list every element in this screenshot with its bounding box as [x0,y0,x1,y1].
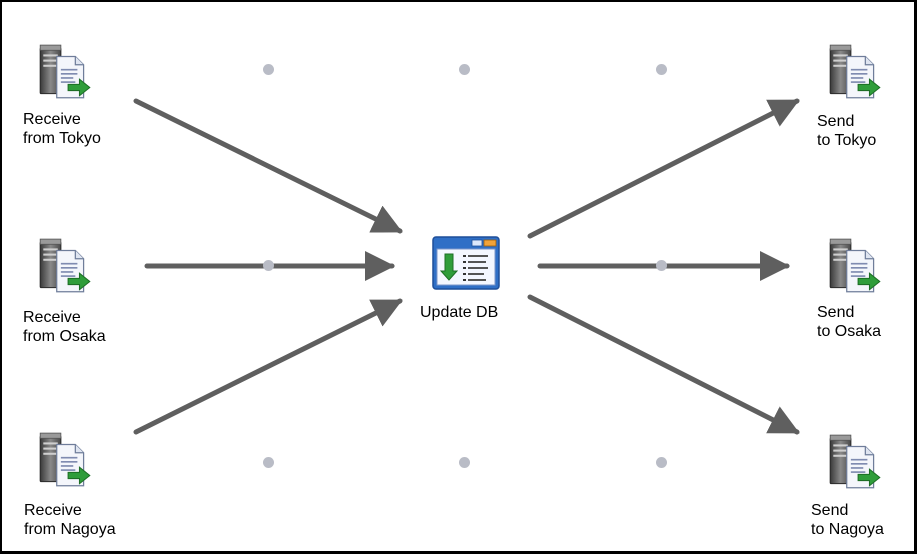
edge-update-db-to-send-tokyo[interactable] [527,98,800,239]
node-send-nagoya-label: Send to Nagoya [811,501,884,539]
server-document-icon [39,238,91,293]
grid-dot [459,64,470,75]
node-receive-nagoya-label: Receive from Nagoya [24,501,116,539]
grid-dot [263,260,274,271]
node-line-2: to Osaka [817,323,882,340]
node-line-1: Send [817,113,855,130]
node-label: Update DB [420,304,499,321]
node-receive-osaka-label: Receive from Osaka [23,308,106,346]
node-send-tokyo[interactable] [824,42,896,104]
node-line-2: to Tokyo [817,132,877,149]
node-line-1: Receive [24,502,82,519]
node-send-tokyo-label: Send to Tokyo [817,112,876,150]
database-update-window-icon [432,236,500,290]
node-receive-tokyo-label: Receive from Tokyo [23,110,101,148]
grid-dot [459,457,470,468]
node-send-osaka-label: Send to Osaka [817,303,881,341]
node-line-2: from Osaka [23,328,106,345]
server-document-icon [39,432,91,487]
node-line-1: Send [817,304,855,321]
node-line-2: from Nagoya [24,521,116,538]
edge-receive-nagoya-to-update-db[interactable] [133,298,403,435]
grid-dot [656,64,667,75]
edge-update-db-to-send-nagoya[interactable] [527,294,800,435]
node-receive-osaka[interactable] [34,236,106,298]
node-update-db[interactable] [432,236,502,290]
grid-dot [656,457,667,468]
server-document-icon [39,44,91,99]
node-update-db-label: Update DB [420,303,498,322]
node-receive-nagoya[interactable] [34,430,106,492]
server-document-icon [829,434,881,489]
server-document-icon [829,44,881,99]
node-send-nagoya[interactable] [824,432,896,494]
node-line-2: from Tokyo [23,130,101,147]
node-line-1: Send [811,502,849,519]
node-receive-tokyo[interactable] [34,42,106,104]
grid-dot [656,260,667,271]
node-line-1: Receive [23,309,81,326]
edge-receive-tokyo-to-update-db[interactable] [133,98,403,234]
grid-dot [263,457,274,468]
server-document-icon [829,238,881,293]
node-line-2: to Nagoya [811,521,884,538]
node-send-osaka[interactable] [824,236,896,298]
grid-dot [263,64,274,75]
node-line-1: Receive [23,111,81,128]
